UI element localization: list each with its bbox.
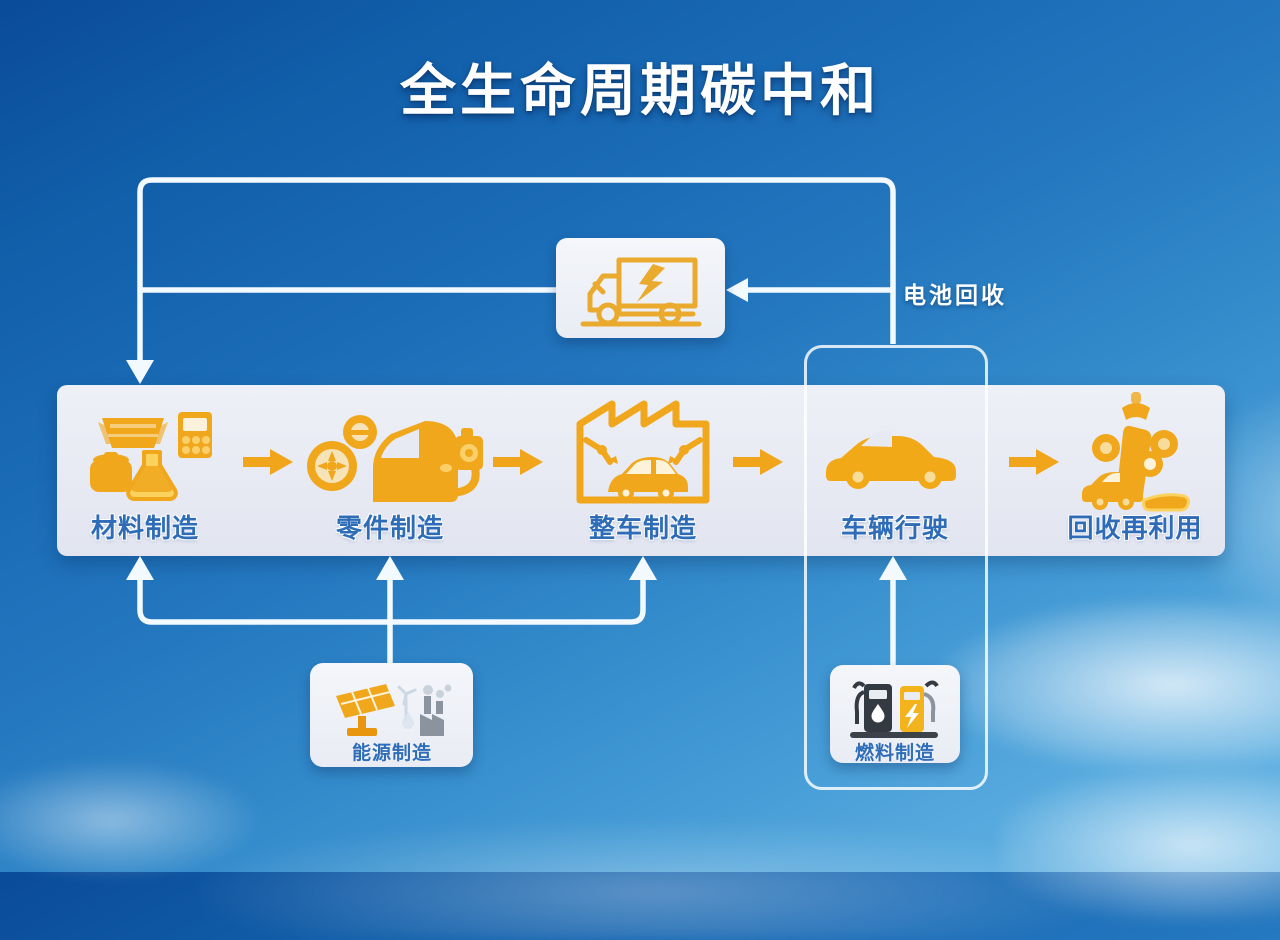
stage-label-parts: 零件制造: [335, 513, 444, 543]
fuel-label: 燃料制造: [854, 743, 935, 764]
stage-label-assembly: 整车制造: [588, 513, 697, 543]
fuel-box: [830, 665, 960, 763]
arrow-right-icon: [493, 449, 543, 475]
driving-car-icon: [826, 431, 956, 489]
arrow-right-icon: [1009, 449, 1059, 475]
materials-icon: [90, 412, 212, 501]
recycle-parts-icon: [1082, 392, 1190, 512]
arrow-up-icon: [879, 556, 907, 580]
energy-box: [310, 663, 473, 767]
battery-recycle-label: 电池回收: [903, 282, 1007, 308]
arrow-up-icon: [126, 556, 154, 580]
arrow-up-icon: [376, 556, 404, 580]
arrow-right-icon: [733, 449, 783, 475]
page-title: 全生命周期碳中和: [400, 59, 880, 122]
stage-label-driving: 车辆行驶: [840, 513, 949, 543]
parts-icon: [307, 415, 483, 502]
arrow-up-icon: [629, 556, 657, 580]
assembly-icon: [576, 400, 710, 504]
stage-label-materials: 材料制造: [90, 513, 199, 543]
recycle-loop-line: [137, 177, 896, 362]
arrow-right-icon: [243, 449, 293, 475]
battery-truck-icon: [580, 257, 702, 327]
stage-label-recycle: 回收再利用: [1067, 513, 1203, 543]
arrow-left-icon: [726, 278, 748, 302]
energy-plant-icon: [336, 684, 452, 736]
flow-connectors: [126, 177, 907, 665]
vehicle-use-outline: [804, 345, 988, 790]
fuel-pumps-icon: [850, 680, 939, 738]
arrow-down-icon: [126, 360, 154, 384]
energy-label: 能源制造: [351, 743, 432, 764]
